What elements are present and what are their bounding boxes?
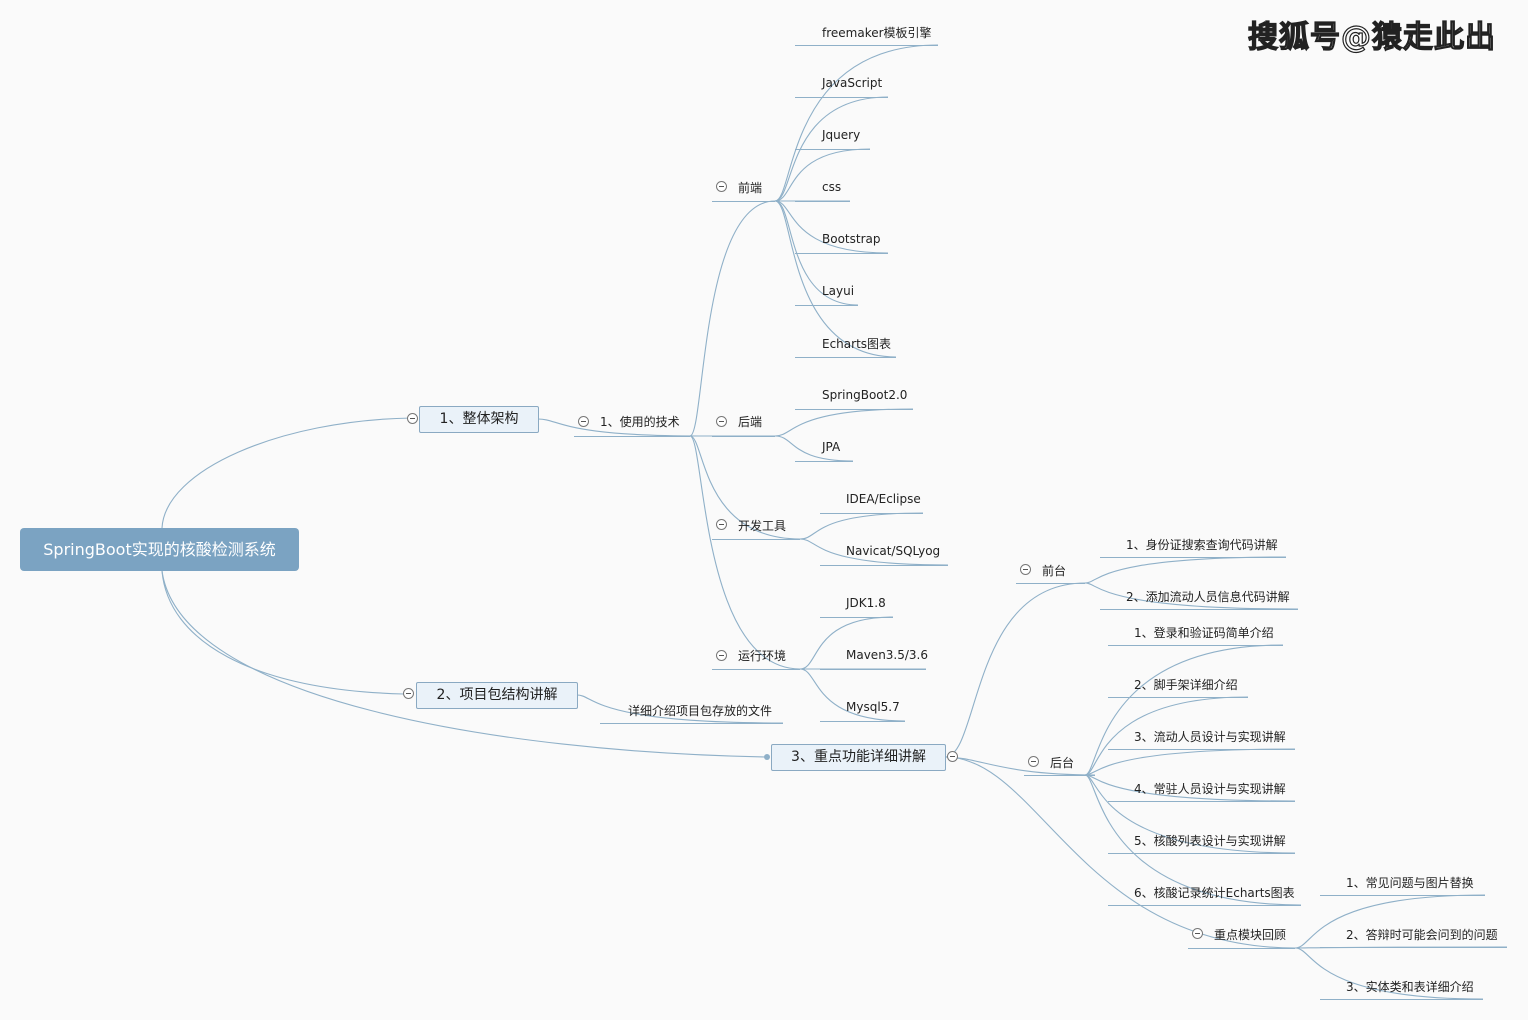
leaf-front-item[interactable]: 2、添加流动人员信息代码讲解 — [1126, 590, 1290, 604]
topic-underline — [1320, 999, 1483, 1000]
leaf-back-item[interactable]: 6、核酸记录统计Echarts图表 — [1134, 886, 1295, 900]
topic-underline — [1016, 583, 1085, 584]
leaf-back-item[interactable]: 4、常驻人员设计与实现讲解 — [1134, 782, 1286, 796]
collapse-icon[interactable] — [716, 519, 727, 530]
topic-underline — [712, 669, 800, 670]
leaf-review-item[interactable]: 3、实体类和表详细介绍 — [1346, 980, 1474, 994]
leaf-frontend-item[interactable]: Jquery — [822, 128, 861, 142]
leaf-frontend-item[interactable]: JavaScript — [822, 76, 883, 90]
topic-underline — [1108, 801, 1295, 802]
topic-runtime-env[interactable]: 运行环境 — [738, 649, 787, 663]
topic-underline — [574, 436, 690, 437]
topic-underline — [795, 45, 938, 46]
leaf-review-item[interactable]: 2、答辩时可能会问到的问题 — [1346, 928, 1498, 942]
leaf-tools-item[interactable]: IDEA/Eclipse — [846, 492, 921, 506]
topic-underline — [820, 721, 905, 722]
topic-underline — [1100, 557, 1286, 558]
collapse-icon[interactable] — [403, 688, 414, 699]
collapse-icon[interactable] — [1020, 564, 1031, 575]
topic-underline — [1108, 905, 1301, 906]
collapse-icon[interactable] — [716, 181, 727, 192]
topic-underline — [1320, 895, 1485, 896]
topic-underline — [712, 539, 800, 540]
topic-underline — [795, 253, 888, 254]
topic-underline — [1108, 645, 1283, 646]
root-topic[interactable]: SpringBoot实现的核酸检测系统 — [20, 528, 299, 571]
topic-underline — [1108, 853, 1295, 854]
topic-module-review[interactable]: 重点模块回顾 — [1214, 928, 1287, 942]
topic-backend[interactable]: 后端 — [738, 415, 763, 429]
topic-underline — [1100, 609, 1298, 610]
topic-underline — [820, 617, 893, 618]
topic-tech-used[interactable]: 1、使用的技术 — [600, 415, 680, 429]
leaf-env-item[interactable]: Maven3.5/3.6 — [846, 648, 929, 662]
watermark-text: 搜狐号@猿走此出 — [1247, 19, 1496, 55]
branch-overall-architecture[interactable]: 1、整体架构 — [419, 406, 539, 433]
leaf-frontend-item[interactable]: css — [822, 180, 842, 194]
topic-underline — [1320, 947, 1507, 948]
topic-front-desk[interactable]: 前台 — [1042, 564, 1067, 578]
leaf-back-item[interactable]: 3、流动人员设计与实现讲解 — [1134, 730, 1286, 744]
leaf-env-item[interactable]: Mysql5.7 — [846, 700, 900, 714]
topic-dev-tools[interactable]: 开发工具 — [738, 519, 787, 533]
topic-underline — [795, 201, 850, 202]
leaf-front-item[interactable]: 1、身份证搜索查询代码讲解 — [1126, 538, 1278, 552]
topic-underline — [820, 565, 948, 566]
leaf-tools-item[interactable]: Navicat/SQLyog — [846, 544, 941, 558]
leaf-frontend-item[interactable]: freemaker模板引擎 — [822, 26, 932, 40]
branch-package-structure[interactable]: 2、项目包结构讲解 — [416, 682, 578, 709]
leaf-frontend-item[interactable]: Echarts图表 — [822, 337, 892, 351]
collapse-icon[interactable] — [578, 416, 589, 427]
leaf-frontend-item[interactable]: Layui — [822, 284, 855, 298]
leaf-back-item[interactable]: 2、脚手架详细介绍 — [1134, 678, 1238, 692]
topic-underline — [820, 513, 923, 514]
topic-underline — [795, 461, 853, 462]
topic-underline — [820, 669, 926, 670]
topic-underline — [1108, 749, 1295, 750]
topic-underline — [795, 149, 870, 150]
topic-underline — [795, 97, 888, 98]
connector-dot — [764, 754, 770, 760]
leaf-frontend-item[interactable]: Bootstrap — [822, 232, 881, 246]
topic-underline — [795, 305, 858, 306]
leaf-back-item[interactable]: 1、登录和验证码简单介绍 — [1134, 626, 1274, 640]
topic-underline — [1024, 775, 1095, 776]
leaf-backend-item[interactable]: SpringBoot2.0 — [822, 388, 908, 402]
leaf-review-item[interactable]: 1、常见问题与图片替换 — [1346, 876, 1474, 890]
leaf-package-detail[interactable]: 详细介绍项目包存放的文件 — [628, 704, 773, 718]
collapse-icon[interactable] — [716, 416, 727, 427]
topic-underline — [712, 201, 775, 202]
leaf-env-item[interactable]: JDK1.8 — [846, 596, 886, 610]
collapse-icon[interactable] — [947, 751, 958, 762]
leaf-back-item[interactable]: 5、核酸列表设计与实现讲解 — [1134, 834, 1286, 848]
topic-underline — [1108, 697, 1248, 698]
collapse-icon[interactable] — [1192, 928, 1203, 939]
topic-back-office[interactable]: 后台 — [1050, 756, 1075, 770]
topic-underline — [795, 357, 896, 358]
branch-key-features[interactable]: 3、重点功能详细讲解 — [771, 744, 946, 771]
collapse-icon[interactable] — [716, 650, 727, 661]
topic-underline — [795, 409, 913, 410]
topic-underline — [712, 436, 775, 437]
collapse-icon[interactable] — [1028, 756, 1039, 767]
collapse-icon[interactable] — [407, 413, 418, 424]
topic-underline — [600, 723, 783, 724]
topic-frontend[interactable]: 前端 — [738, 181, 763, 195]
leaf-backend-item[interactable]: JPA — [822, 440, 841, 454]
topic-underline — [1188, 948, 1295, 949]
